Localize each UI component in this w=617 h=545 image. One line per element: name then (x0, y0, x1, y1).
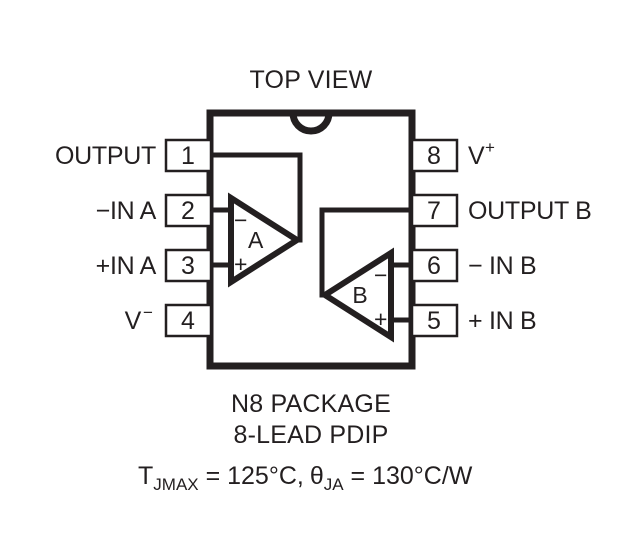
amp-a-triangle (228, 192, 303, 288)
thermal-t-symbol: T (138, 462, 153, 490)
package-notch-icon (289, 112, 333, 135)
pin-4-box[interactable] (164, 303, 213, 338)
thermal-theta-subscript: JA (324, 475, 345, 494)
pin-4[interactable]: 4 V − (125, 303, 213, 338)
amp-a-plus-sign: + (234, 251, 247, 277)
pin-1-label: OUTPUT (55, 142, 156, 170)
pin-2-box[interactable] (164, 193, 213, 228)
pin-7-box[interactable] (410, 193, 459, 228)
pin-3[interactable]: 3 +IN A (96, 248, 213, 283)
pin-4-label: V (125, 307, 142, 335)
package-caption-line-2: 8-LEAD PDIP (233, 421, 388, 449)
pin-6[interactable]: 6 − IN B (410, 248, 537, 283)
amp-b-label: B (352, 282, 367, 308)
package-caption-line-1: N8 PACKAGE (231, 390, 391, 418)
thermal-theta-symbol: θ (310, 462, 324, 490)
pin-7-label: OUTPUT B (468, 197, 592, 225)
pin-5-number: 5 (427, 307, 441, 335)
amp-a-minus-sign: − (234, 207, 247, 233)
pin-8-label: V (468, 142, 485, 170)
pin-4-number: 4 (181, 307, 195, 335)
pin-5[interactable]: 5 + IN B (410, 303, 537, 338)
pin-2-number: 2 (181, 197, 195, 225)
page-title: TOP VIEW (250, 66, 373, 94)
thermal-spec-line: TJMAX = 125°C,θJA = 130°C/W (138, 462, 473, 494)
pin-1-number: 1 (181, 142, 195, 170)
amp-b-triangle (319, 247, 394, 343)
package-body-outline (206, 109, 416, 370)
thermal-t-value: = 125°C, (199, 462, 304, 490)
pin-5-box[interactable] (410, 303, 459, 338)
amp-a-label: A (248, 227, 264, 253)
amp-b-plus-sign: + (374, 306, 387, 332)
pin-7-number: 7 (427, 197, 441, 225)
amp-b-minus-sign: − (374, 262, 387, 288)
pin-7[interactable]: 7 OUTPUT B (410, 193, 592, 228)
pin-3-number: 3 (181, 252, 195, 280)
pin-8-number: 8 (427, 142, 441, 170)
thermal-t-subscript: JMAX (153, 475, 198, 494)
pin-8-label-superscript: + (485, 138, 495, 157)
pin-2[interactable]: 2 −IN A (96, 193, 213, 228)
pin-2-label: −IN A (96, 197, 157, 225)
pin-1[interactable]: 1 OUTPUT (55, 138, 213, 173)
pin-6-label: − IN B (468, 252, 536, 280)
pin-6-box[interactable] (410, 248, 459, 283)
pin-4-label-superscript: − (143, 303, 153, 322)
pin-6-number: 6 (427, 252, 441, 280)
thermal-theta-value: = 130°C/W (344, 462, 473, 490)
pin-5-label: + IN B (468, 307, 536, 335)
pin-3-box[interactable] (164, 248, 213, 283)
pin-8[interactable]: 8 V + (410, 138, 495, 173)
pin-1-box[interactable] (164, 138, 213, 173)
pin-3-label: +IN A (96, 252, 157, 280)
pin-8-box[interactable] (410, 138, 459, 173)
